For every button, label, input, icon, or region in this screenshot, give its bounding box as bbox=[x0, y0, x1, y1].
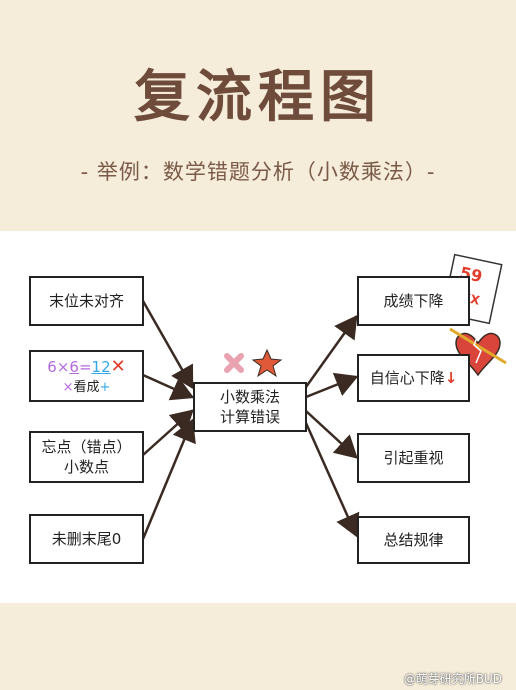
node-left-3: 忘点（错点） 小数点 bbox=[29, 431, 144, 483]
arrow-left-4 bbox=[141, 418, 196, 541]
node-left-2: 6×6=12✕ ×看成+ bbox=[29, 350, 144, 402]
node-left-3-line1: 忘点（错点） bbox=[41, 437, 132, 456]
node-left-3-line2: 小数点 bbox=[63, 458, 109, 476]
node-center-line1: 小数乘法 bbox=[219, 387, 280, 406]
note-text: 看成 bbox=[73, 380, 100, 396]
equation-line: 6×6=12✕ bbox=[47, 355, 125, 379]
node-right-2: 自信心下降↓ bbox=[357, 354, 470, 402]
cross-icon bbox=[224, 353, 244, 373]
node-left-1-label: 末位未对齐 bbox=[48, 291, 124, 310]
arrow-right-2 bbox=[304, 372, 359, 399]
node-right-4: 总结规律 bbox=[357, 516, 470, 564]
note-plus: + bbox=[99, 380, 111, 396]
down-arrow-icon: ↓ bbox=[444, 368, 458, 387]
arrow-right-1 bbox=[304, 314, 358, 389]
eq-op: × bbox=[56, 358, 70, 377]
page-subtitle: - 举例：数学错题分析（小数乘法）- bbox=[80, 160, 436, 184]
eq-eq: = bbox=[78, 358, 92, 377]
node-center-line2: 计算错误 bbox=[219, 408, 280, 426]
broken-heart-icon bbox=[449, 327, 507, 377]
wrong-mark-icon: ✕ bbox=[110, 356, 126, 378]
arrow-left-3 bbox=[141, 409, 194, 457]
eq-b: 6 bbox=[69, 358, 79, 377]
arrow-left-1 bbox=[141, 299, 194, 390]
node-left-4-label: 未删末尾0 bbox=[51, 529, 122, 548]
page-title: 复流程图 bbox=[134, 65, 382, 130]
node-right-3-label: 引起重视 bbox=[383, 448, 444, 467]
star-icon bbox=[251, 348, 283, 378]
node-right-4-label: 总结规律 bbox=[383, 530, 444, 549]
node-center: 小数乘法 计算错误 bbox=[193, 382, 307, 432]
node-right-2-label: 自信心下降 bbox=[369, 368, 445, 387]
diagram-panel: 59 XXX 末位未对齐 6×6=12✕ ×看成+ 忘点（错点） 小数点 未删末… bbox=[0, 231, 516, 603]
eq-result: 12 bbox=[91, 358, 111, 377]
arrow-right-3 bbox=[304, 409, 358, 459]
equation-note: ×看成+ bbox=[63, 379, 111, 397]
arrow-left-2 bbox=[141, 373, 195, 401]
note-times: × bbox=[62, 380, 74, 396]
node-left-4: 未删末尾0 bbox=[29, 514, 144, 564]
arrow-right-4 bbox=[304, 421, 360, 538]
node-left-1: 末位未对齐 bbox=[29, 276, 144, 326]
watermark: @萌芽研究所BUD bbox=[403, 672, 502, 686]
node-right-1-label: 成绩下降 bbox=[383, 291, 444, 310]
eq-a: 6 bbox=[47, 358, 57, 377]
node-right-3: 引起重视 bbox=[357, 433, 470, 483]
node-right-1: 成绩下降 bbox=[357, 276, 470, 326]
